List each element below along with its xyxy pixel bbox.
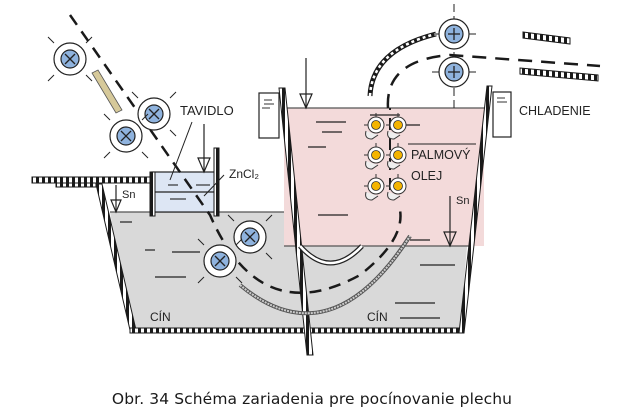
label-tin-feed-right: Sn bbox=[456, 195, 469, 207]
figure-caption: Obr. 34 Schéma zariadenia pre pocínovani… bbox=[111, 390, 513, 408]
label-tin-right: CÍN bbox=[367, 309, 388, 324]
sheet-plate bbox=[91, 69, 123, 114]
exit-roller bbox=[431, 18, 477, 50]
label-flux: TAVIDLO bbox=[180, 103, 234, 118]
label-tin-left: CÍN bbox=[150, 309, 171, 324]
tinning-apparatus-diagram: TAVIDLO ZnCl₂ Sn Sn PALMOVÝ OLEJ CHLADEN… bbox=[31, 4, 601, 356]
cooling-box-right bbox=[492, 91, 512, 138]
label-palm-oil-1: PALMOVÝ bbox=[411, 147, 471, 162]
palm-oil-bath bbox=[284, 108, 484, 246]
label-tin-feed-left: Sn bbox=[122, 189, 135, 201]
exit-roller bbox=[431, 56, 477, 88]
entry-roller bbox=[47, 36, 93, 82]
label-palm-oil-2: OLEJ bbox=[411, 169, 442, 183]
tank-walls bbox=[31, 31, 599, 356]
label-zinc-chloride: ZnCl₂ bbox=[229, 167, 259, 181]
label-cooling: CHLADENIE bbox=[519, 104, 591, 118]
